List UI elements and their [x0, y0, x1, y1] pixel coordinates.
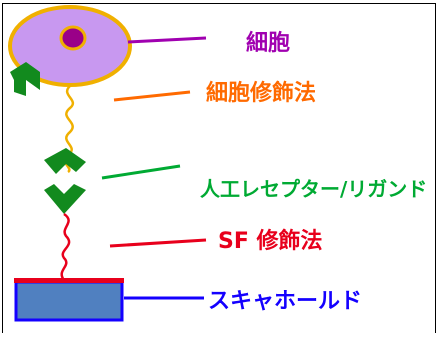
- scaffold: [14, 278, 124, 322]
- cell: [8, 5, 132, 87]
- receptor-ligand-label: 人工レセプター/リガンド: [200, 177, 427, 201]
- sf-leader-line: [109, 238, 207, 248]
- diagram-frame: [2, 3, 436, 333]
- sf-modification-linker: [60, 212, 71, 281]
- receptor-upper-icon: [44, 148, 86, 174]
- receptor-leader-line: [101, 164, 181, 180]
- chevron-left-icon: [10, 62, 40, 96]
- cell-nucleus: [59, 25, 87, 51]
- ligand-lower-icon: [44, 184, 86, 214]
- scaffold-surface: [14, 278, 124, 283]
- sf-modification-label: SF 修飾法: [218, 228, 323, 254]
- scaffold-block: [14, 280, 124, 322]
- cell-modification-label: 細胞修飾法: [206, 80, 316, 106]
- cell-leader-line: [127, 36, 207, 44]
- cell-mod-leader-line: [113, 90, 191, 102]
- scaffold-label: スキャホールド: [208, 289, 362, 314]
- cell-label: 細胞: [246, 30, 290, 56]
